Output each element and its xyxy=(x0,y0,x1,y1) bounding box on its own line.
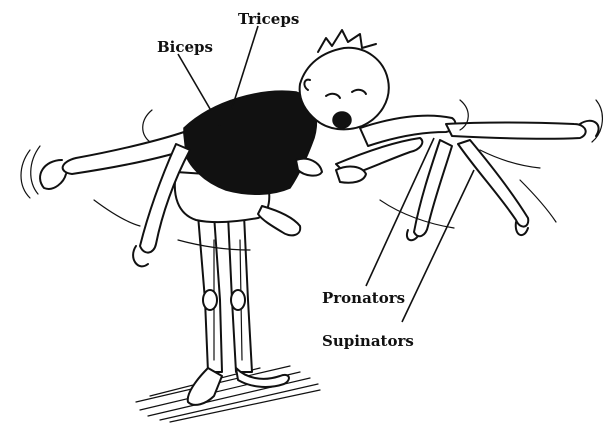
left-arm xyxy=(40,132,190,266)
legs xyxy=(198,215,252,372)
right-arm xyxy=(336,116,599,241)
floor-shading xyxy=(136,366,320,422)
biceps-label: Biceps xyxy=(157,40,213,55)
head xyxy=(300,30,389,129)
biceps-leader-line xyxy=(178,54,220,126)
triceps-label: Triceps xyxy=(238,12,299,27)
pronators-label: Pronators xyxy=(322,291,405,306)
supinators-label: Supinators xyxy=(322,334,414,349)
